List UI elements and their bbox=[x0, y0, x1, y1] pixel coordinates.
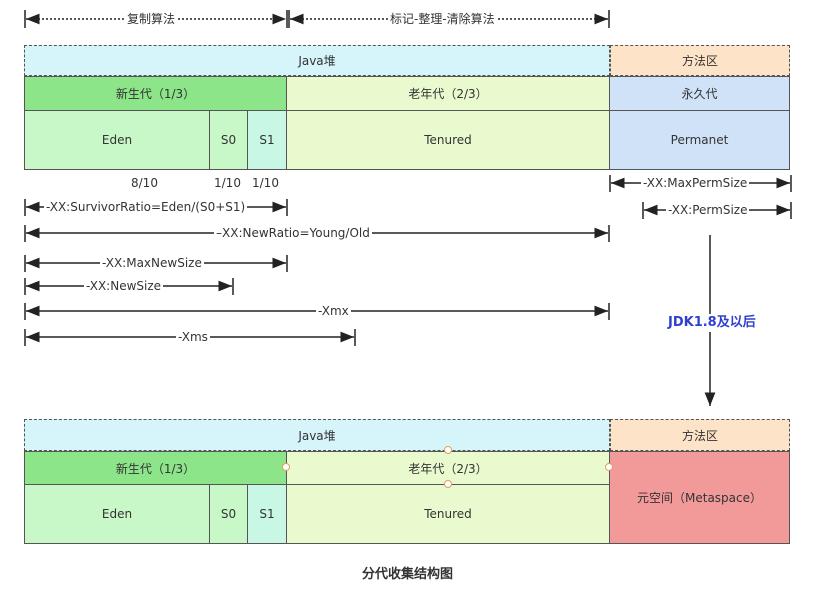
xmx-label: -Xmx bbox=[316, 304, 351, 318]
xms-label: -Xms bbox=[176, 330, 210, 344]
before-s1: S1 bbox=[247, 110, 287, 170]
before-method-area: 方法区 bbox=[610, 45, 790, 76]
before-tenured: Tenured bbox=[286, 110, 610, 170]
mark-sweep-label: 标记-整理-清除算法 bbox=[388, 12, 497, 26]
s1-ratio-label: 1/10 bbox=[252, 176, 279, 190]
selection-handle-left[interactable] bbox=[282, 463, 290, 471]
selection-handle-right[interactable] bbox=[605, 463, 613, 471]
before-perm-gen: 永久代 bbox=[609, 76, 790, 111]
transition-label: JDK1.8及以后 bbox=[666, 314, 758, 332]
after-metaspace: 元空间（Metaspace） bbox=[609, 451, 790, 544]
before-young-gen: 新生代（1/3） bbox=[24, 76, 287, 111]
before-permanet: Permanet bbox=[609, 110, 790, 170]
after-young-gen: 新生代（1/3） bbox=[24, 451, 287, 485]
s0-ratio-label: 1/10 bbox=[214, 176, 241, 190]
copy-algorithm-label: 复制算法 bbox=[125, 12, 178, 26]
before-java-heap: Java堆 bbox=[24, 45, 610, 76]
after-s0: S0 bbox=[209, 484, 248, 544]
selection-handle-bottom[interactable] bbox=[444, 480, 452, 488]
before-s0: S0 bbox=[209, 110, 248, 170]
max-perm-size-label: -XX:MaxPermSize bbox=[641, 176, 750, 190]
eden-ratio-label: 8/10 bbox=[131, 176, 158, 190]
new-ratio-label: –XX:NewRatio=Young/Old bbox=[214, 226, 372, 240]
after-s1: S1 bbox=[247, 484, 287, 544]
after-tenured: Tenured bbox=[286, 484, 610, 544]
max-new-size-label: -XX:MaxNewSize bbox=[100, 256, 204, 270]
new-size-label: -XX:NewSize bbox=[84, 279, 164, 293]
selection-handle-top[interactable] bbox=[444, 446, 452, 454]
after-eden: Eden bbox=[24, 484, 210, 544]
after-java-heap: Java堆 bbox=[24, 419, 610, 451]
survivor-ratio-label: -XX:SurvivorRatio=Eden/(S0+S1) bbox=[44, 200, 248, 214]
mark-sweep-range bbox=[288, 10, 610, 28]
before-eden: Eden bbox=[24, 110, 210, 170]
diagram-caption: 分代收集结构图 bbox=[361, 567, 453, 582]
perm-size-label: -XX:PermSize bbox=[666, 203, 750, 217]
after-method-area: 方法区 bbox=[610, 419, 790, 451]
before-old-gen: 老年代（2/3） bbox=[286, 76, 610, 111]
